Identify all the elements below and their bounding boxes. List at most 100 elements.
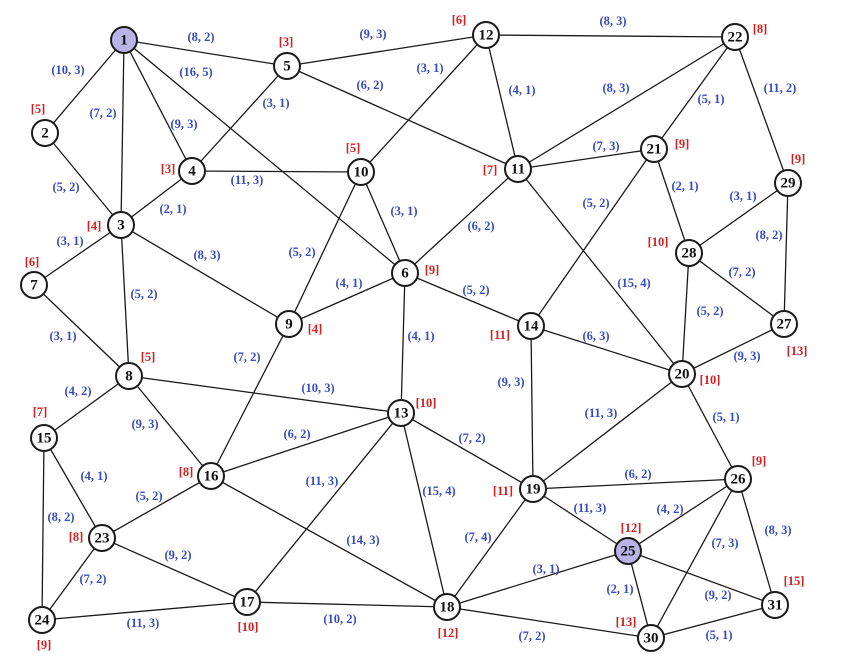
edge-21-14 <box>530 148 655 327</box>
edge-label-16-23: (5, 2) <box>135 489 162 503</box>
edge-29-27 <box>783 182 789 325</box>
node-17: 17 <box>233 588 261 616</box>
node-id-13: 13 <box>394 405 409 421</box>
node-circle-3 <box>107 211 135 239</box>
edge-9-10 <box>288 171 362 325</box>
node-25: 25 <box>614 537 642 565</box>
node-id-29: 29 <box>781 175 796 191</box>
node-21: 21 <box>640 135 668 163</box>
node-8: 8 <box>115 362 143 390</box>
edge-14-19 <box>530 325 534 490</box>
edge-19-25 <box>532 488 629 552</box>
edge-label-4-5: (3, 1) <box>262 96 289 110</box>
node-circle-29 <box>774 169 802 197</box>
node-weight-18: [12] <box>438 626 459 640</box>
node-weight-2: [5] <box>31 102 46 116</box>
node-19: 19 <box>519 475 547 503</box>
edge-8-16 <box>128 375 212 477</box>
node-weight-14: [11] <box>490 328 510 342</box>
node-weight-22: [8] <box>753 22 768 36</box>
node-circle-13 <box>387 399 415 427</box>
node-22: 22 <box>721 23 749 51</box>
edge-16-23 <box>101 475 212 539</box>
node-weight-19: [11] <box>493 484 513 498</box>
node-29: 29 <box>774 169 802 197</box>
node-id-7: 7 <box>30 277 38 293</box>
node-weight-27: [13] <box>787 344 808 358</box>
node-30: 30 <box>637 624 665 652</box>
node-circle-14 <box>517 312 545 340</box>
node-id-2: 2 <box>41 125 49 141</box>
edge-6-14 <box>404 272 532 327</box>
edge-3-4 <box>120 170 193 226</box>
edge-label-29-27: (8, 2) <box>755 228 782 242</box>
edge-17-18 <box>246 601 448 608</box>
node-weight-28: [10] <box>648 235 669 249</box>
node-circle-10 <box>347 158 375 186</box>
node-circle-2 <box>31 119 59 147</box>
edge-label-26-31: (8, 3) <box>764 523 791 537</box>
edge-1-3 <box>120 39 125 226</box>
edge-label-1-5: (8, 2) <box>187 30 214 44</box>
edge-label-2-3: (5, 2) <box>52 180 79 194</box>
edge-label-3-8: (5, 2) <box>130 287 157 301</box>
node-id-24: 24 <box>35 612 51 628</box>
node-weight-4: [3] <box>161 162 176 176</box>
node-weight-16: [8] <box>179 465 194 479</box>
node-id-9: 9 <box>285 316 293 332</box>
edge-1-6 <box>123 39 406 274</box>
node-id-10: 10 <box>354 164 369 180</box>
edge-label-26-30: (7, 3) <box>711 536 738 550</box>
node-id-14: 14 <box>524 318 540 334</box>
node-id-19: 19 <box>526 481 541 497</box>
node-weight-3: [4] <box>87 219 102 233</box>
edge-8-15 <box>43 375 130 439</box>
node-13: 13 <box>387 399 415 427</box>
edge-label-19-25: (11, 3) <box>574 501 607 515</box>
edge-5-12 <box>286 34 487 67</box>
edge-11-21 <box>517 148 655 170</box>
node-circle-30 <box>637 624 665 652</box>
edge-18-25 <box>446 550 629 608</box>
edge-label-22-21: (5, 1) <box>697 92 724 106</box>
edge-label-19-18: (7, 4) <box>464 530 491 544</box>
node-circle-11 <box>504 155 532 183</box>
edge-label-24-17: (11, 3) <box>127 616 160 630</box>
edge-4-10 <box>191 170 362 173</box>
edge-label-1-3: (7, 2) <box>89 106 116 120</box>
node-circle-16 <box>197 462 225 490</box>
edge-label-20-26: (5, 1) <box>712 410 739 424</box>
edge-label-12-11: (4, 1) <box>508 83 535 97</box>
node-circle-5 <box>273 52 301 80</box>
node-weight-15: [7] <box>33 405 48 419</box>
edge-22-21 <box>653 36 736 150</box>
node-weight-25: [12] <box>621 521 642 535</box>
node-16: 16 <box>197 462 225 490</box>
node-1: 1 <box>110 26 138 54</box>
edge-2-3 <box>44 132 122 226</box>
node-weight-11: [7] <box>483 163 498 177</box>
edge-10-6 <box>360 171 406 274</box>
edge-label-25-31: (9, 2) <box>704 588 731 602</box>
edge-1-4 <box>123 39 193 172</box>
edge-label-25-30: (2, 1) <box>606 582 633 596</box>
edge-10-12 <box>360 34 487 173</box>
edge-16-18 <box>210 475 448 608</box>
edge-22-29 <box>734 36 789 184</box>
edge-label-29-28: (3, 1) <box>729 189 756 203</box>
edge-27-20 <box>681 323 785 375</box>
edge-20-26 <box>681 373 739 480</box>
node-id-23: 23 <box>95 530 110 546</box>
node-weight-12: [6] <box>452 13 467 27</box>
node-circle-25 <box>614 537 642 565</box>
edge-label-9-10: (5, 2) <box>288 245 315 259</box>
edge-label-14-20: (6, 3) <box>582 329 609 343</box>
node-weight-21: [9] <box>675 137 690 151</box>
node-weight-26: [9] <box>752 454 767 468</box>
edge-19-18 <box>446 488 534 608</box>
edge-8-13 <box>128 375 402 414</box>
node-id-22: 22 <box>728 29 743 45</box>
edge-label-3-7: (3, 1) <box>56 234 83 248</box>
edge-13-16 <box>210 412 402 477</box>
edge-label-6-14: (5, 2) <box>462 283 489 297</box>
